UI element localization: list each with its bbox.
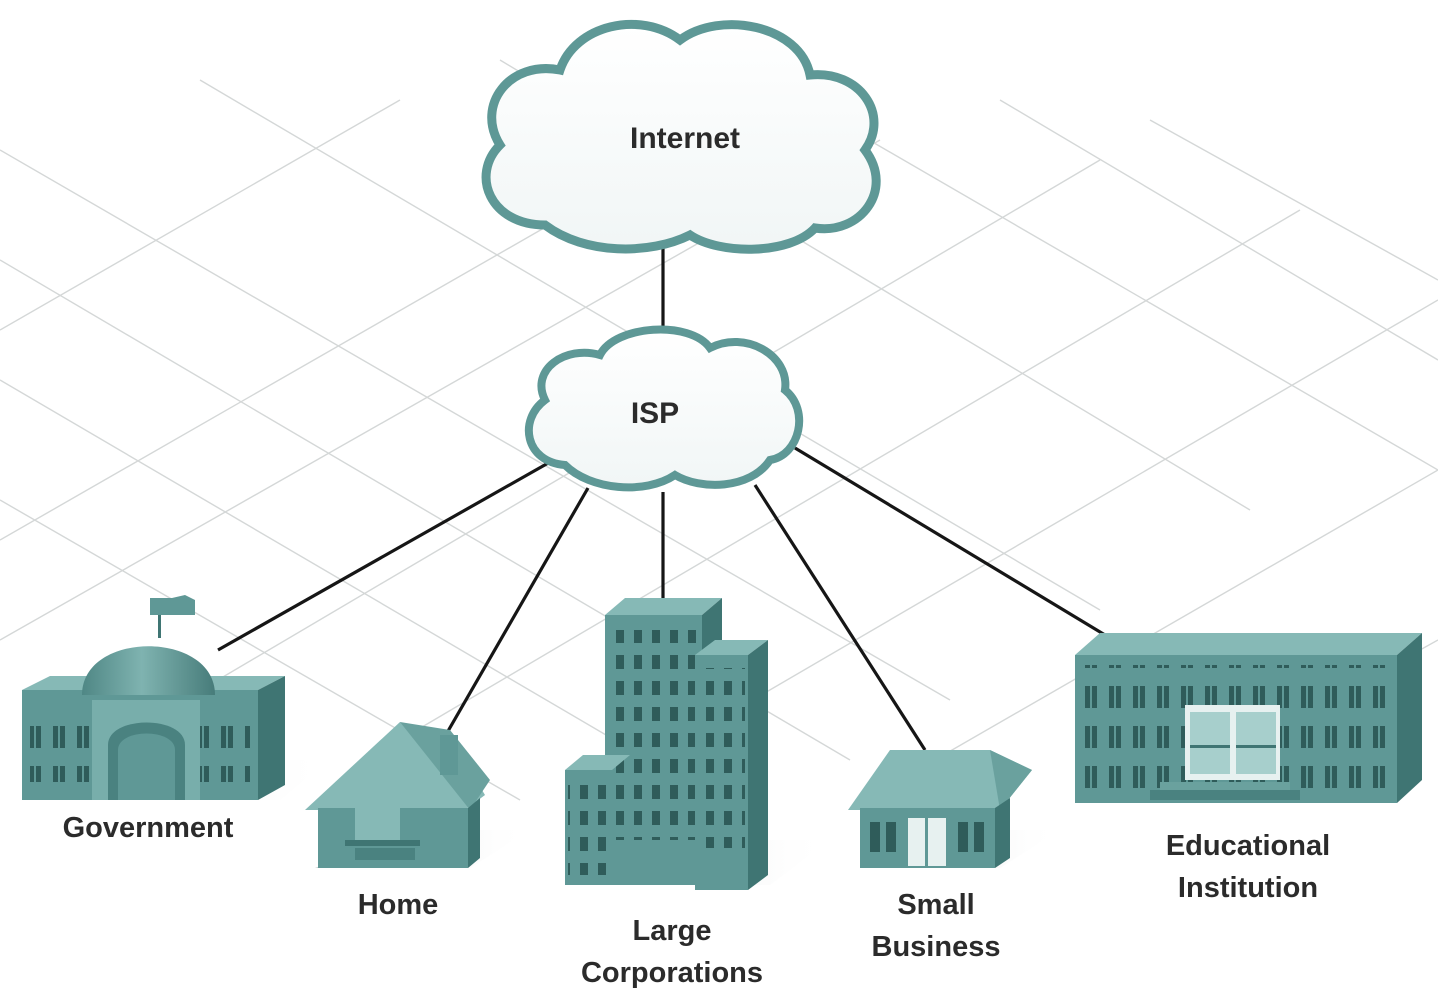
home-building: Home — [305, 722, 530, 921]
connections — [217, 245, 1111, 751]
small-business-label-line2: Business — [872, 931, 1001, 963]
government-label: Government — [63, 812, 234, 844]
small-business-label-line1: Small — [897, 889, 974, 921]
large-corporations-label-line2: Corporations — [581, 957, 763, 988]
internet-cloud: Internet — [481, 20, 881, 254]
link-isp-home — [438, 487, 590, 746]
educational-institution-building: Educational Institution — [1075, 633, 1438, 904]
isp-cloud: ISP — [524, 325, 804, 492]
link-isp-small-business — [753, 484, 927, 751]
link-isp-government — [217, 460, 551, 652]
home-label: Home — [358, 889, 439, 921]
educational-institution-label-line2: Institution — [1178, 872, 1318, 904]
link-isp-educational-institution — [794, 446, 1111, 640]
large-corporations-building: Large Corporations — [565, 598, 830, 988]
internet-label: Internet — [630, 122, 740, 155]
large-corporations-label-line1: Large — [633, 915, 712, 947]
educational-institution-label-line1: Educational — [1166, 830, 1330, 862]
government-building: Government — [22, 595, 330, 844]
small-business-building: Small Business — [848, 750, 1060, 963]
isp-label: ISP — [631, 397, 679, 430]
